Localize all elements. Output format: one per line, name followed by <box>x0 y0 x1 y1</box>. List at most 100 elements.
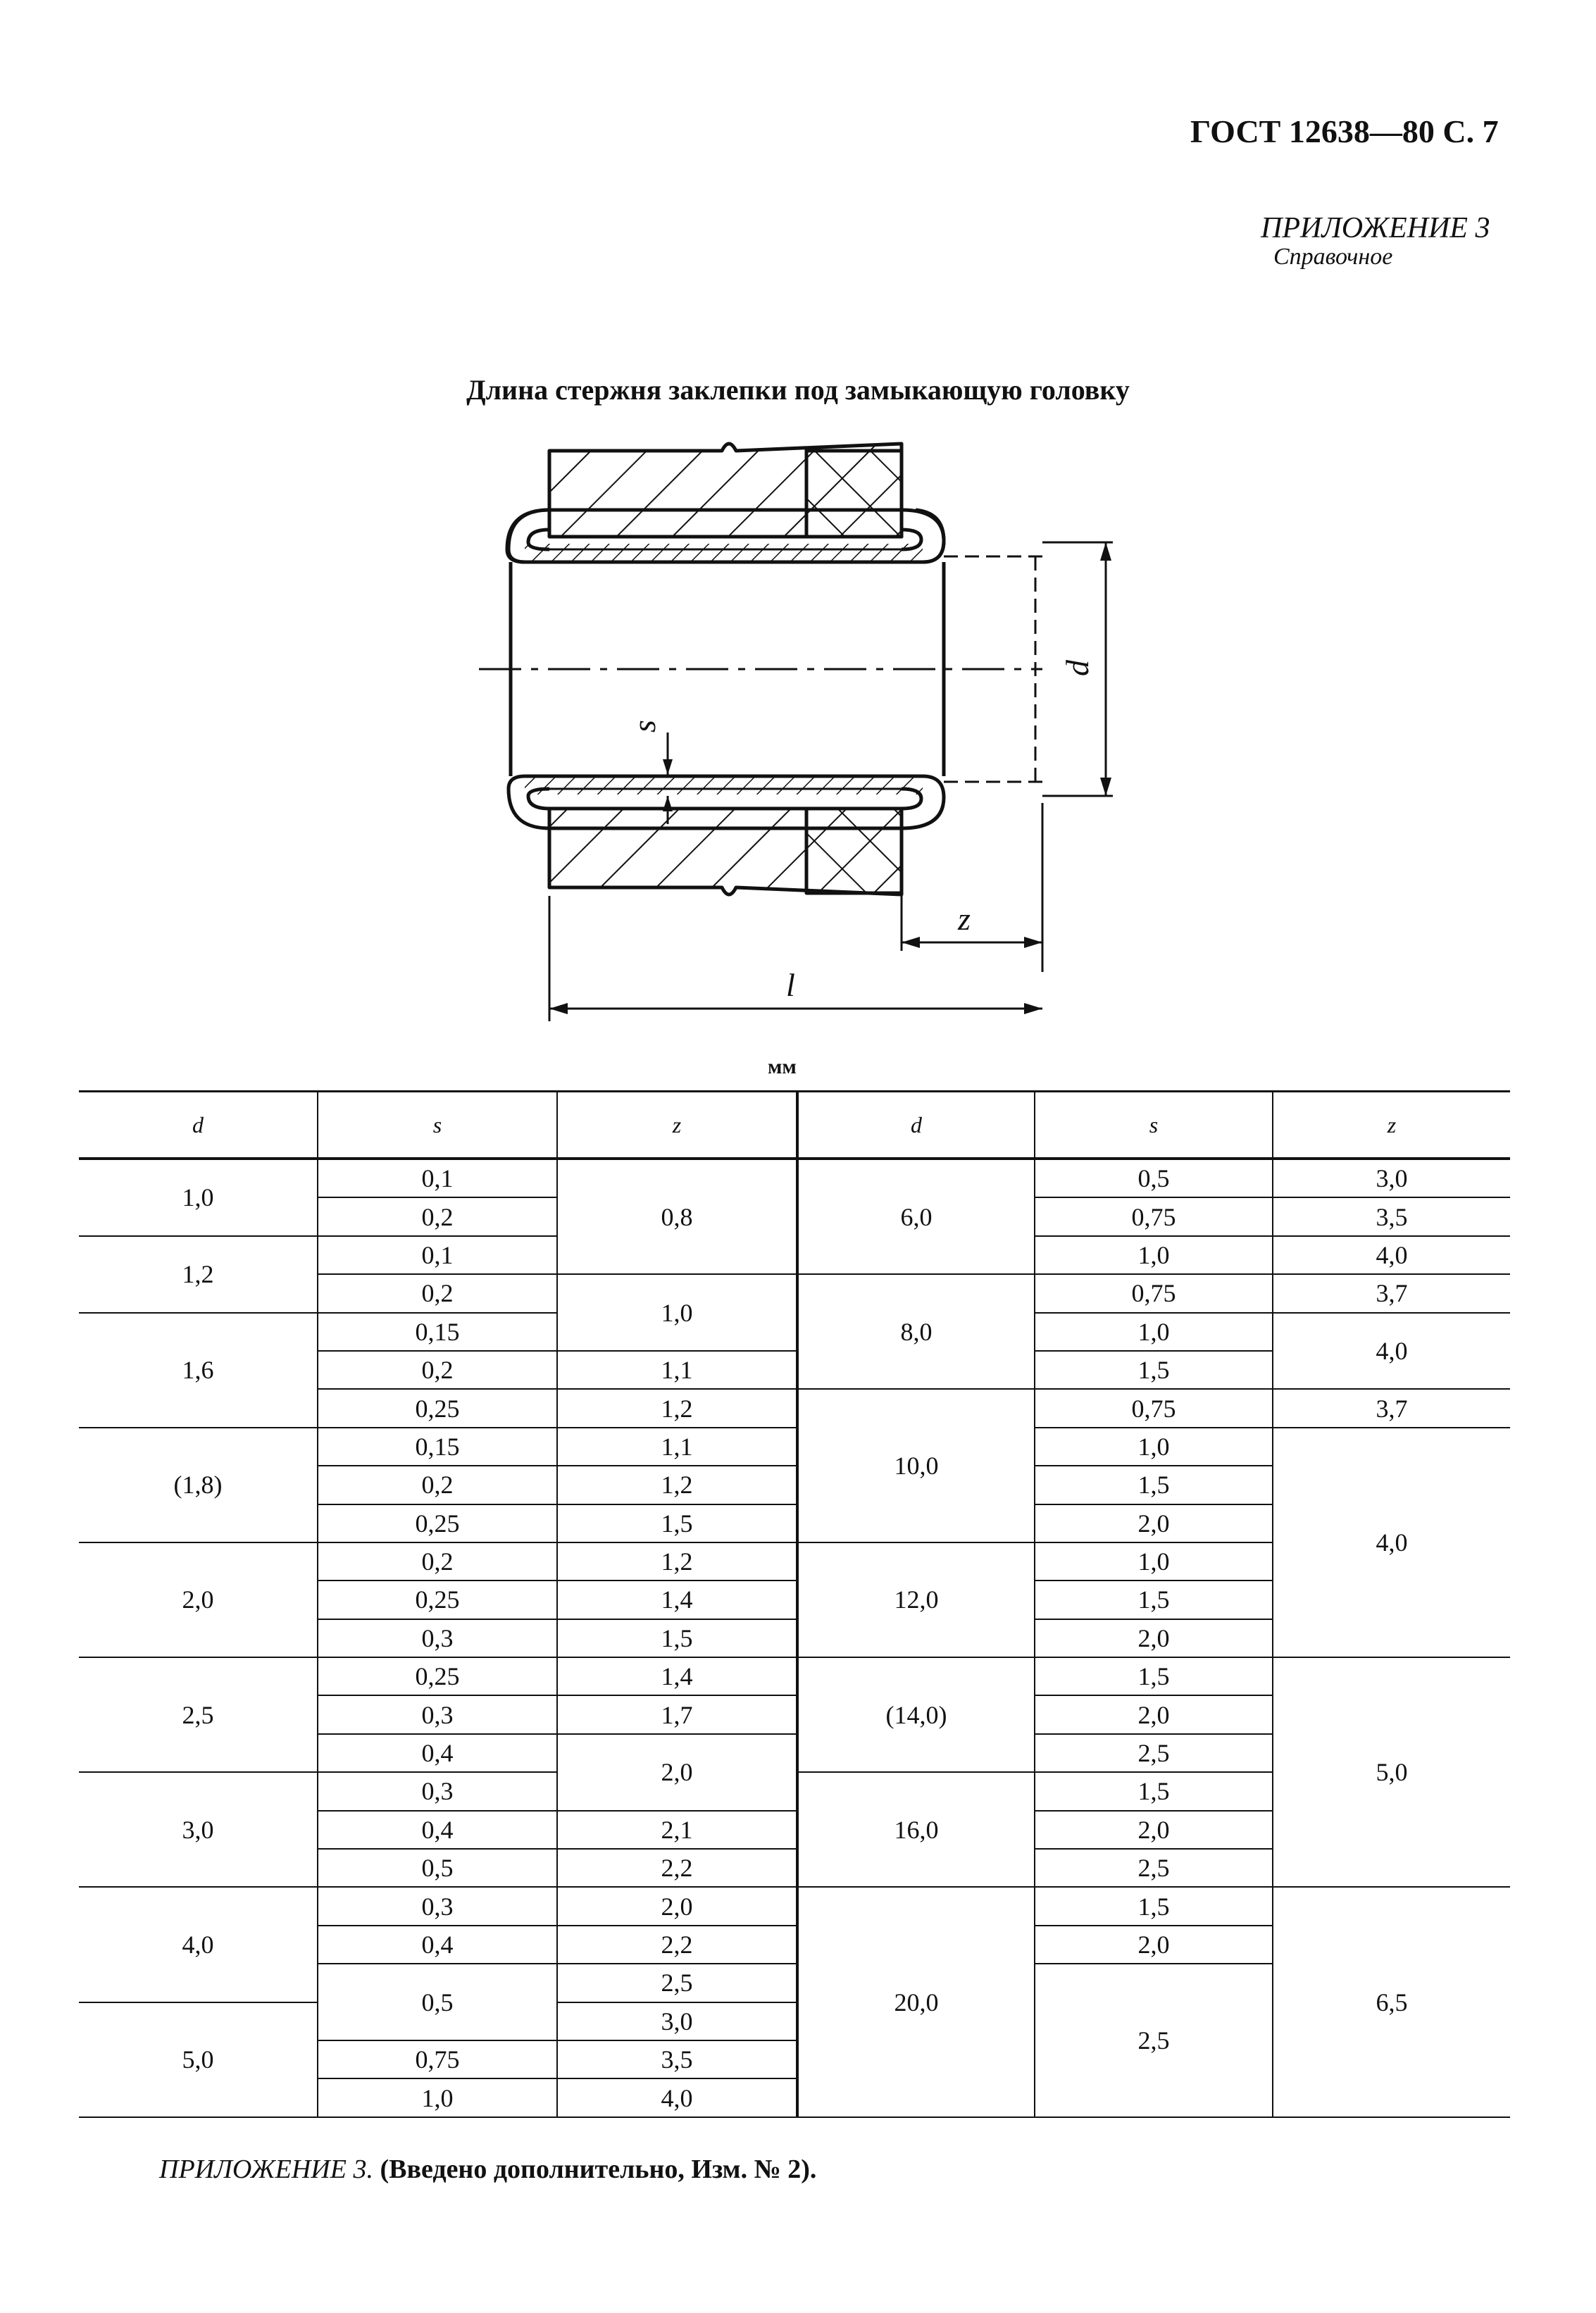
label-l: l <box>786 967 795 1003</box>
cell-left-z: 3,0 <box>556 2002 796 2041</box>
cell-left-s: 0,5 <box>317 1964 556 2041</box>
cell-left-z: 2,0 <box>556 1888 796 1926</box>
cell-right-s: 1,5 <box>1034 1351 1272 1390</box>
cell-left-s: 0,2 <box>317 1542 556 1582</box>
cell-right-s: 1,5 <box>1034 1466 1272 1505</box>
cell-left-d: 2,5 <box>79 1658 317 1773</box>
label-z: z <box>957 901 971 937</box>
cell-left-s: 0,2 <box>317 1351 556 1390</box>
cell-left-d: 5,0 <box>79 2003 317 2118</box>
cell-right-d: 12,0 <box>796 1542 1034 1659</box>
cell-left-s: 0,3 <box>317 1773 556 1812</box>
cell-left-d: 3,0 <box>79 1773 317 1888</box>
cell-left-s: 0,25 <box>317 1581 556 1620</box>
cell-right-s: 2,0 <box>1034 1619 1272 1659</box>
cell-right-d: 8,0 <box>796 1275 1034 1390</box>
cell-left-s: 0,4 <box>317 1926 556 1965</box>
cell-right-s: 1,0 <box>1034 1236 1272 1276</box>
cell-left-d: 1,2 <box>79 1237 317 1314</box>
cell-right-s: 0,5 <box>1034 1160 1272 1199</box>
cell-right-s: 2,0 <box>1034 1696 1272 1735</box>
cell-left-z: 1,4 <box>556 1658 796 1697</box>
cell-right-s: 1,0 <box>1034 1428 1272 1467</box>
cell-right-z: 4,0 <box>1272 1313 1510 1390</box>
cell-right-s: 0,75 <box>1034 1390 1272 1428</box>
appendix-subtitle: Справочное <box>1273 244 1393 270</box>
cell-right-s: 2,0 <box>1034 1926 1272 1965</box>
cell-right-d: (14,0) <box>796 1658 1034 1773</box>
cell-left-s: 0,2 <box>317 1198 556 1237</box>
cell-left-z: 2,2 <box>556 1850 796 1888</box>
cell-left-z: 4,0 <box>556 2079 796 2118</box>
label-s: s <box>626 720 662 732</box>
cell-left-s: 0,4 <box>317 1734 556 1773</box>
cell-left-s: 0,25 <box>317 1504 556 1543</box>
cell-left-z: 1,2 <box>556 1542 796 1582</box>
cell-left-s: 0,2 <box>317 1275 556 1314</box>
cell-right-s: 1,5 <box>1034 1773 1272 1812</box>
cell-right-s: 1,5 <box>1034 1888 1272 1926</box>
cell-left-z: 2,1 <box>556 1811 796 1850</box>
cell-right-z: 5,0 <box>1272 1658 1510 1888</box>
cell-left-d: 2,0 <box>79 1543 317 1659</box>
cell-left-s: 0,2 <box>317 1466 556 1505</box>
cell-left-s: 0,25 <box>317 1390 556 1428</box>
cell-left-z: 2,5 <box>556 1964 796 2003</box>
cell-left-s: 0,1 <box>317 1160 556 1199</box>
cell-right-z: 3,7 <box>1272 1275 1510 1314</box>
cell-left-z: 1,2 <box>556 1466 796 1505</box>
figure-title: Длина стержня заклепки под замыкающую го… <box>466 374 1130 406</box>
cell-right-d: 10,0 <box>796 1390 1034 1543</box>
cell-left-z: 1,0 <box>556 1275 796 1352</box>
cell-left-d: 4,0 <box>79 1888 317 2003</box>
cell-right-s: 2,0 <box>1034 1811 1272 1850</box>
cell-right-z: 3,7 <box>1272 1390 1510 1428</box>
cell-left-s: 0,3 <box>317 1619 556 1659</box>
header-z-left: z <box>556 1092 796 1160</box>
cell-right-z: 3,5 <box>1272 1198 1510 1237</box>
cell-left-s: 0,3 <box>317 1696 556 1735</box>
cell-left-d: (1,8) <box>79 1428 317 1543</box>
cell-right-s: 2,0 <box>1034 1504 1272 1543</box>
cell-left-z: 1,5 <box>556 1619 796 1659</box>
cell-right-z: 4,0 <box>1272 1428 1510 1659</box>
cell-left-s: 0,5 <box>317 1850 556 1888</box>
cell-left-s: 0,1 <box>317 1236 556 1276</box>
cell-right-s: 1,5 <box>1034 1581 1272 1620</box>
cell-right-d: 16,0 <box>796 1773 1034 1888</box>
cell-left-z: 0,8 <box>556 1160 796 1276</box>
cell-left-z: 3,5 <box>556 2040 796 2080</box>
cell-right-s: 2,5 <box>1034 1734 1272 1773</box>
cell-right-s: 0,75 <box>1034 1198 1272 1237</box>
cell-left-d: 1,0 <box>79 1160 317 1237</box>
cell-right-z: 3,0 <box>1272 1160 1510 1199</box>
cell-right-s: 2,5 <box>1034 1850 1272 1888</box>
header-d-left: d <box>79 1092 317 1160</box>
cell-right-s: 1,0 <box>1034 1542 1272 1582</box>
cell-left-d: 1,6 <box>79 1314 317 1428</box>
cell-left-s: 1,0 <box>317 2079 556 2118</box>
cell-left-s: 0,75 <box>317 2040 556 2080</box>
units-label: мм <box>768 1055 797 1078</box>
note-text: (Введено дополнительно, Изм. № 2). <box>380 2155 817 2184</box>
cell-left-s: 0,15 <box>317 1428 556 1467</box>
cell-left-z: 2,0 <box>556 1734 796 1812</box>
cell-left-z: 1,5 <box>556 1504 796 1543</box>
rivet-figure: d s z l <box>479 442 1113 1021</box>
cell-left-s: 0,25 <box>317 1658 556 1697</box>
note-label: ПРИЛОЖЕНИЕ 3. <box>159 2155 373 2184</box>
cell-right-d: 20,0 <box>796 1888 1034 2118</box>
cell-left-z: 1,4 <box>556 1581 796 1620</box>
cell-left-s: 0,4 <box>317 1811 556 1850</box>
cell-left-z: 1,2 <box>556 1390 796 1428</box>
header-z-right: z <box>1272 1092 1510 1160</box>
appendix-note: ПРИЛОЖЕНИЕ 3. (Введено дополнительно, Из… <box>159 2154 816 2185</box>
label-d: d <box>1059 659 1095 676</box>
appendix-title: ПРИЛОЖЕНИЕ 3 <box>1261 212 1490 244</box>
cell-left-s: 0,3 <box>317 1888 556 1926</box>
cell-left-s: 0,15 <box>317 1313 556 1352</box>
document-header: ГОСТ 12638—80 С. 7 <box>1190 113 1499 149</box>
header-s-left: s <box>317 1092 556 1160</box>
cell-right-s: 1,5 <box>1034 1658 1272 1697</box>
